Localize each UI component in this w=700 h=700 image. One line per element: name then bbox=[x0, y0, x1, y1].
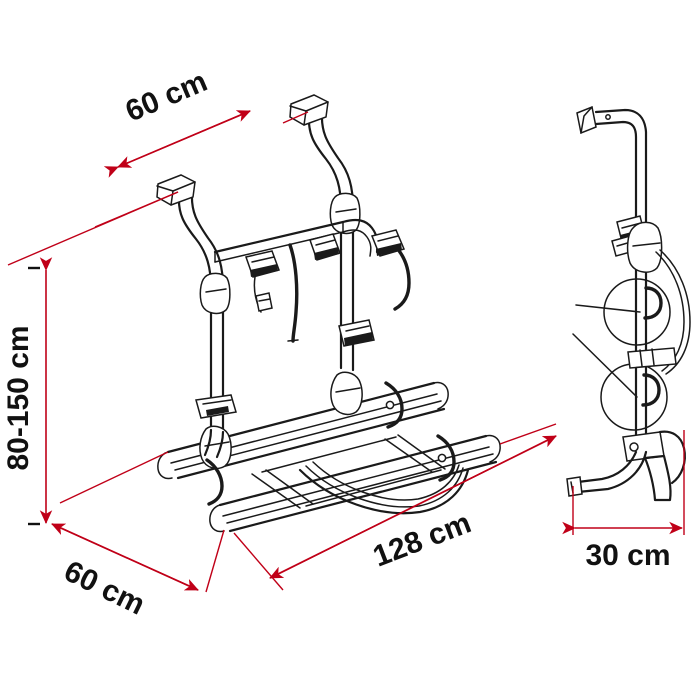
leader-line-lower bbox=[572, 333, 638, 398]
dimension-label-length: 128 cm bbox=[369, 506, 476, 573]
left-mount-bracket bbox=[156, 174, 196, 206]
side-wheel-holders bbox=[641, 286, 663, 407]
side-bottom-endcap bbox=[566, 476, 583, 497]
wheel-rail-front bbox=[209, 434, 501, 533]
side-mid-band bbox=[627, 347, 677, 369]
left-upright-arm bbox=[156, 174, 237, 434]
rack-upper-frame bbox=[156, 94, 411, 434]
rail-cross-members bbox=[251, 434, 446, 509]
side-profile-view bbox=[566, 105, 691, 502]
right-mount-bracket bbox=[289, 94, 329, 126]
mid-strut-clamp bbox=[338, 319, 375, 347]
wheel-outline-upper bbox=[603, 278, 671, 346]
bike-frame-clamp-right bbox=[309, 233, 341, 261]
dimension-label-side-depth: 30 cm bbox=[585, 539, 670, 572]
bike-frame-clamp-left bbox=[245, 250, 280, 313]
upper-right-clamp-assembly bbox=[370, 229, 406, 257]
right-arm-knuckle bbox=[329, 192, 361, 235]
dimension-label-height: 80-150 cm bbox=[2, 325, 35, 470]
dimension-side-depth bbox=[562, 430, 685, 535]
bike-strap-right bbox=[393, 245, 411, 311]
leader-line-upper bbox=[575, 304, 641, 313]
dimension-depth bbox=[51, 451, 225, 593]
rail-support-foot-rear bbox=[199, 425, 232, 506]
dimension-length bbox=[233, 423, 557, 591]
side-arm-knuckle bbox=[626, 221, 663, 273]
rail-support-foot-front bbox=[330, 371, 363, 416]
rack-lower-rails bbox=[157, 371, 501, 533]
left-lower-clamp bbox=[195, 394, 237, 419]
dimension-height bbox=[28, 257, 53, 526]
bike-strap-left bbox=[287, 243, 299, 343]
wheel-rail-rear bbox=[157, 381, 449, 480]
side-top-mount bbox=[576, 105, 597, 135]
dimension-top-width bbox=[7, 110, 309, 266]
left-arm-knuckle bbox=[199, 272, 231, 315]
dimension-label-depth: 60 cm bbox=[59, 555, 150, 622]
dimension-label-top-width: 60 cm bbox=[121, 65, 212, 129]
